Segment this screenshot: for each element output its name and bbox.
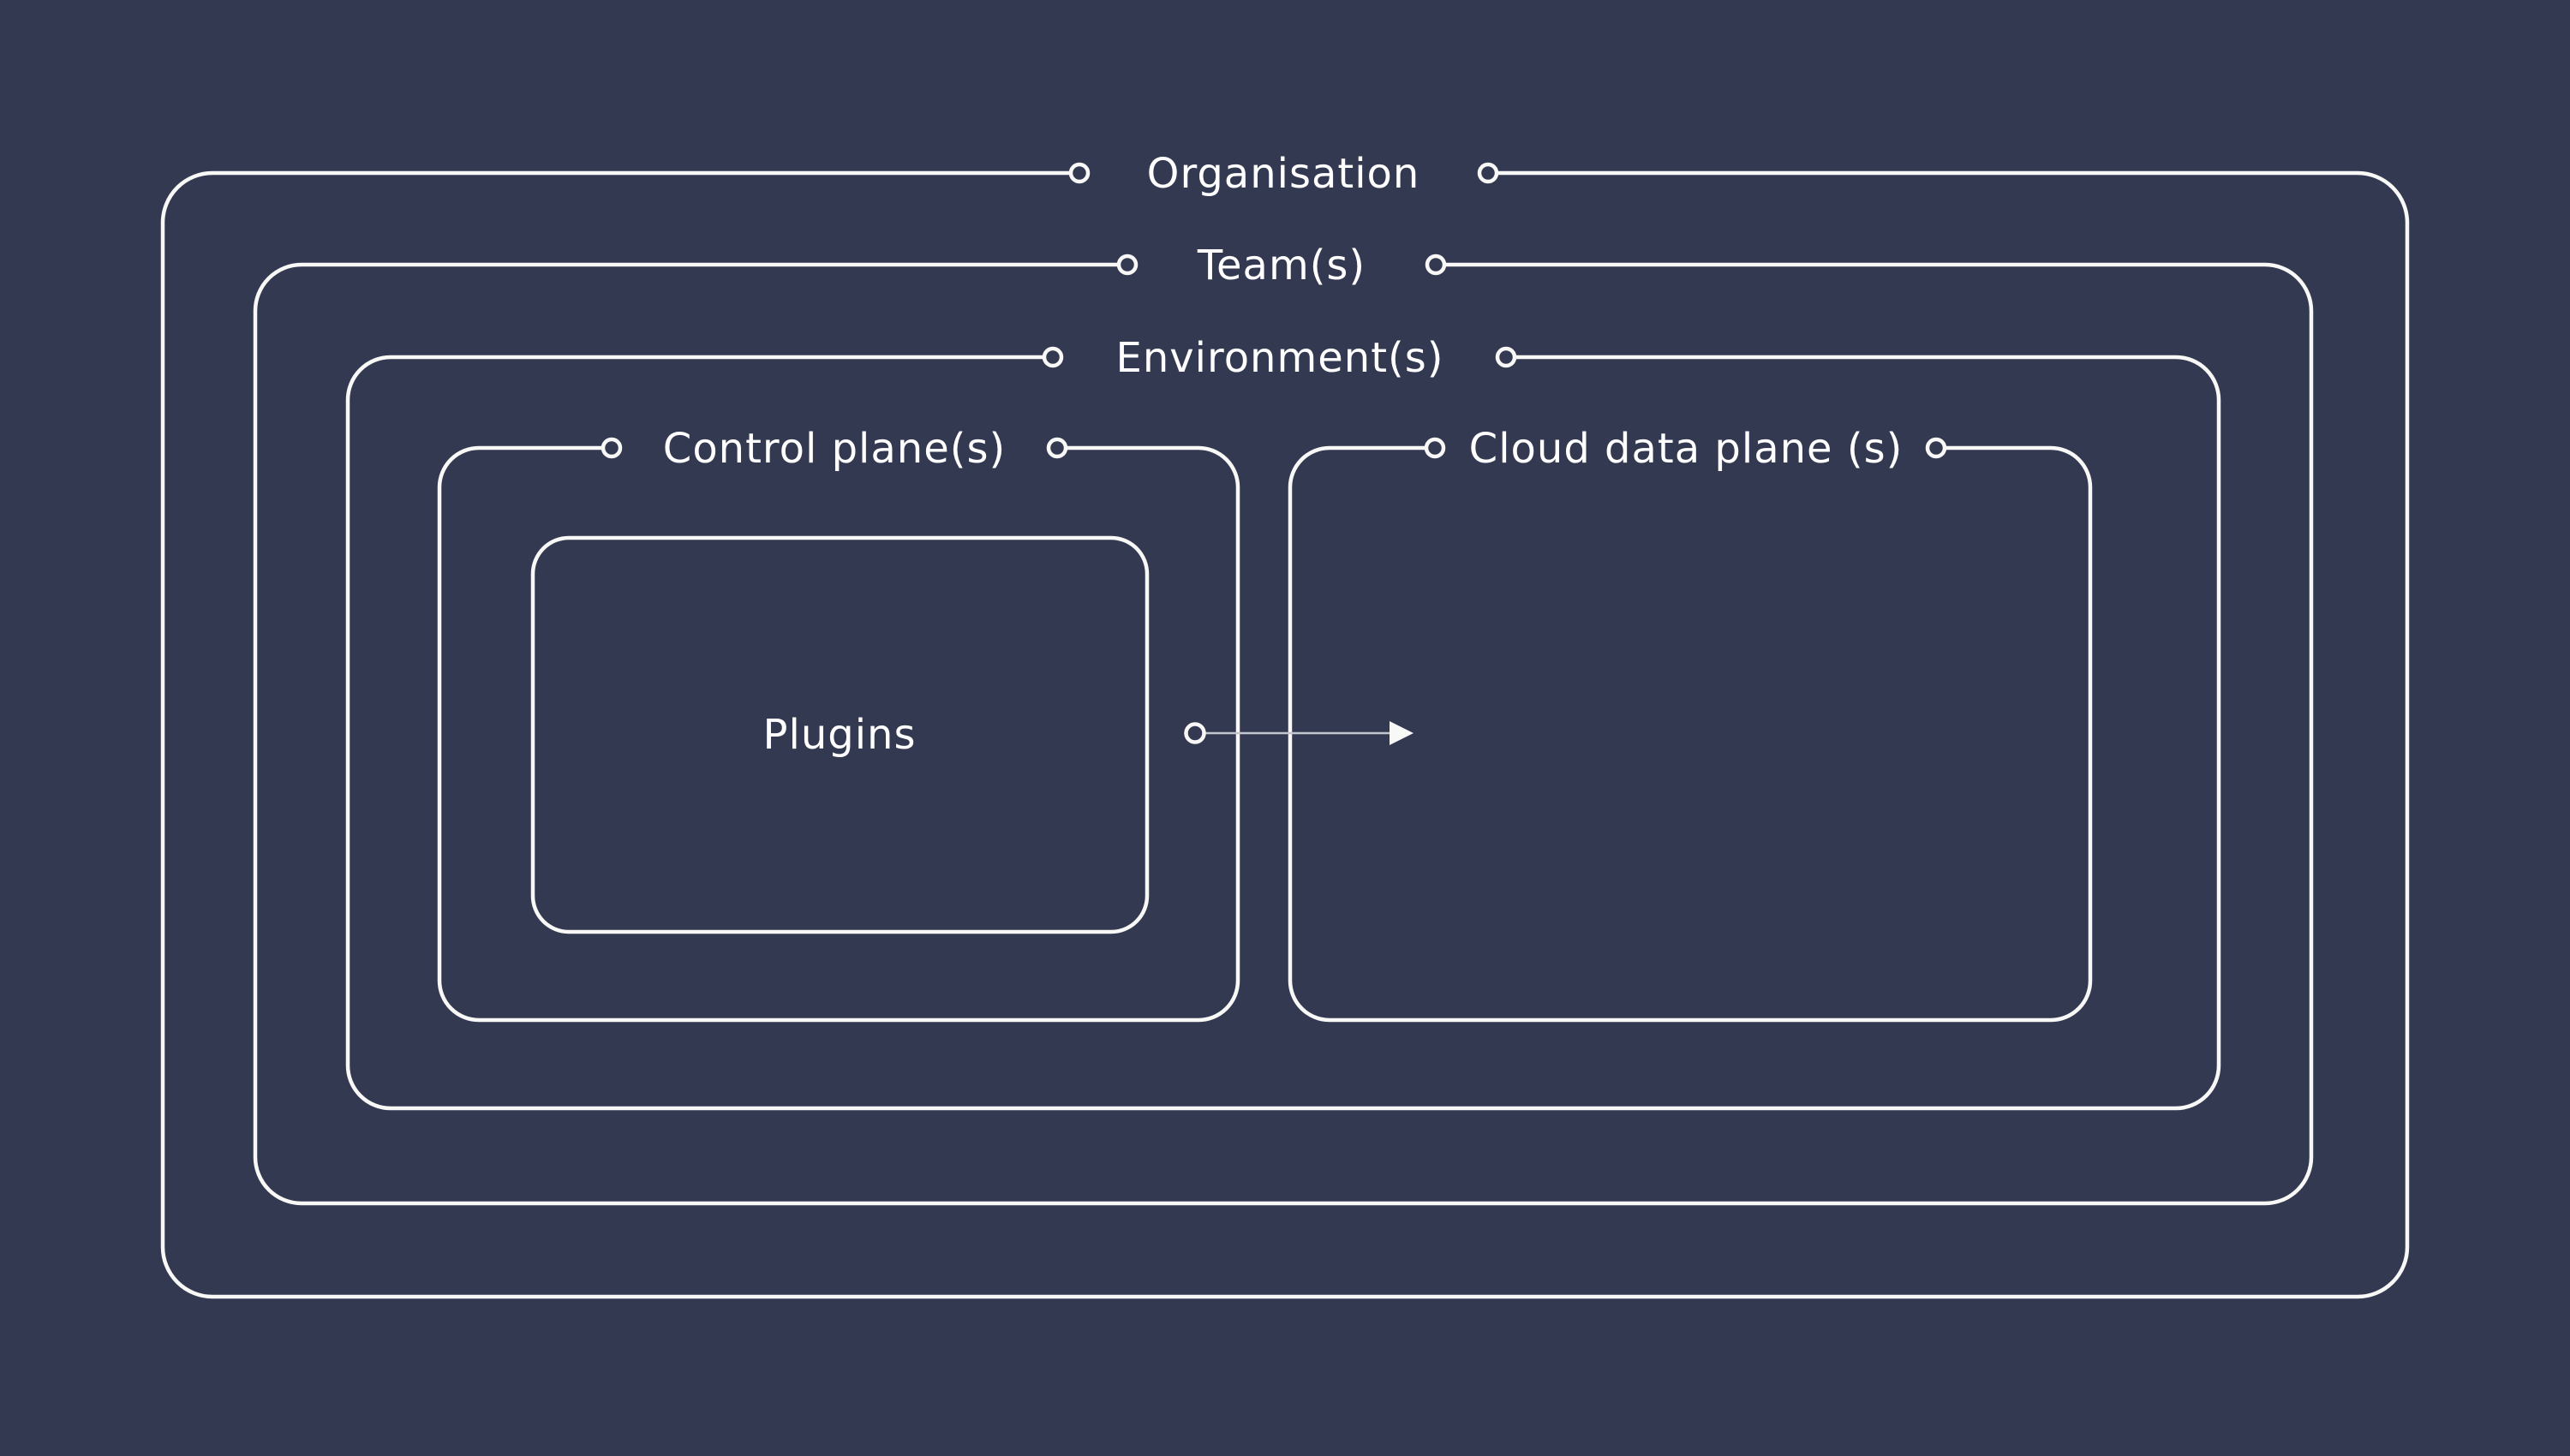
arrow-start-dot (1184, 722, 1206, 744)
line-end-dot (601, 437, 623, 459)
environments-label: Environment(s) (1116, 334, 1444, 382)
line-end-dot (1068, 162, 1091, 184)
plugins-label: Plugins (763, 711, 917, 759)
teams-label-gap (1127, 248, 1436, 282)
line-end-dot (1477, 162, 1499, 184)
line-end-dot (1042, 346, 1064, 368)
control-plane-label-gap (612, 431, 1057, 465)
teams-label: Team(s) (1197, 242, 1366, 289)
environments-label-gap (1053, 340, 1506, 374)
line-end-dot (1116, 254, 1139, 276)
line-end-dot (1046, 437, 1068, 459)
organisation-label: Organisation (1147, 150, 1420, 198)
organisation-label-gap (1079, 156, 1488, 190)
control-plane-label: Control plane(s) (663, 425, 1006, 473)
plugins-box (530, 535, 1150, 934)
line-end-dot (1925, 437, 1947, 459)
line-end-dot (1425, 254, 1447, 276)
cloud-data-plane-label-gap (1435, 431, 1936, 465)
line-end-dot (1424, 437, 1446, 459)
plugins-to-cloud-arrow (1184, 721, 1414, 745)
line-end-dot (1495, 346, 1517, 368)
cloud-data-plane-label: Cloud data plane (s) (1469, 425, 1904, 473)
arrow-head-icon (1390, 721, 1414, 745)
